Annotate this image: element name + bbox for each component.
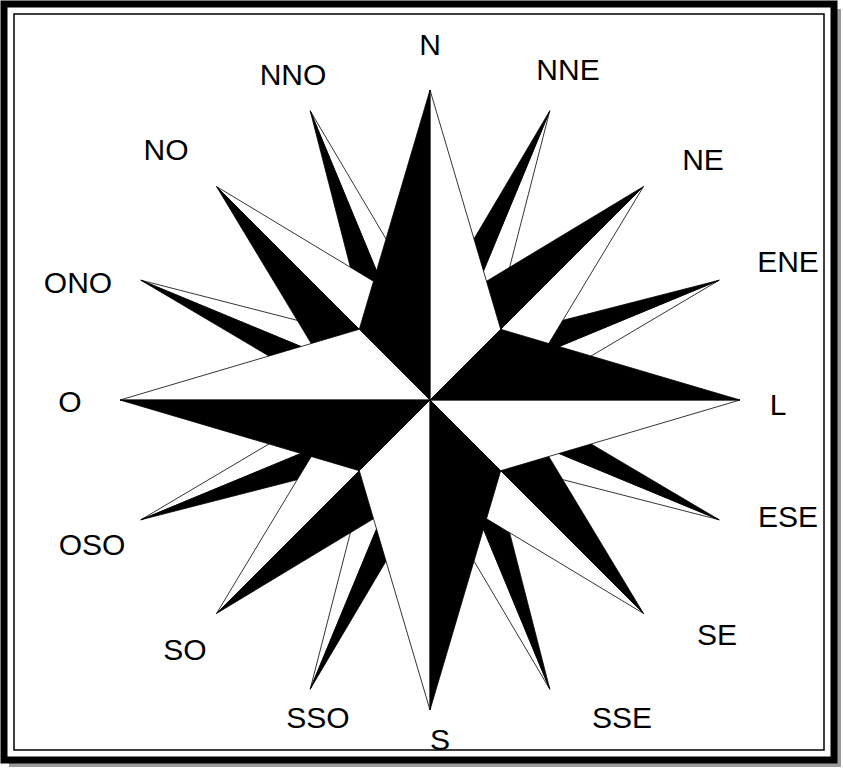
direction-label: SSE [592,703,652,733]
star-point-half [430,329,740,400]
direction-label: NNE [536,55,599,85]
direction-label: NE [682,145,724,175]
direction-label: L [770,390,787,420]
direction-label: S [430,725,450,755]
star-point-half [120,400,430,471]
direction-label: NNO [260,60,327,90]
star-point-half [430,400,501,710]
direction-label: NO [144,135,189,165]
direction-label: O [58,387,81,417]
direction-label: SO [163,635,206,665]
direction-label: SE [697,620,737,650]
star-points [120,90,740,710]
star-point-half [120,329,430,400]
direction-label: ONO [44,268,112,298]
outer-frame [4,4,834,760]
direction-label: SSO [286,703,349,733]
direction-label: N [419,30,441,60]
direction-label: OSO [59,530,126,560]
direction-label: ENE [757,247,819,277]
direction-label: ESE [758,502,818,532]
inner-frame [14,14,824,750]
